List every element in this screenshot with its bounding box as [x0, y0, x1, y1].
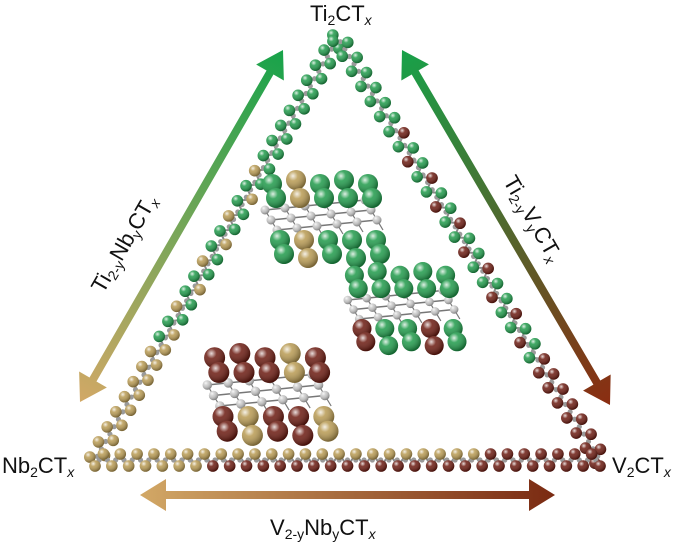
double-headed-arrows — [79, 50, 611, 511]
crystal-v-nb — [202, 343, 339, 446]
chain-ti-nb — [84, 29, 345, 463]
vertex-label-top: Ti2CTx — [310, 1, 372, 28]
crystal-ti-v — [343, 262, 467, 356]
arrow-ti-v — [401, 50, 611, 405]
arrow-v-nb — [140, 479, 555, 511]
vertex-label-left: Nb2CTx — [2, 453, 75, 480]
vertex-label-right: V2CTx — [612, 453, 671, 480]
chain-nb-v — [89, 448, 606, 472]
arrow-ti-nb — [79, 50, 284, 402]
chain-ti-v — [327, 35, 607, 469]
atom-chains — [84, 29, 607, 472]
edge-label-bottom: V2-yNbyCTx — [270, 515, 376, 542]
crystal-ti-nb — [260, 170, 390, 268]
layered-crystal-structures — [202, 170, 467, 446]
